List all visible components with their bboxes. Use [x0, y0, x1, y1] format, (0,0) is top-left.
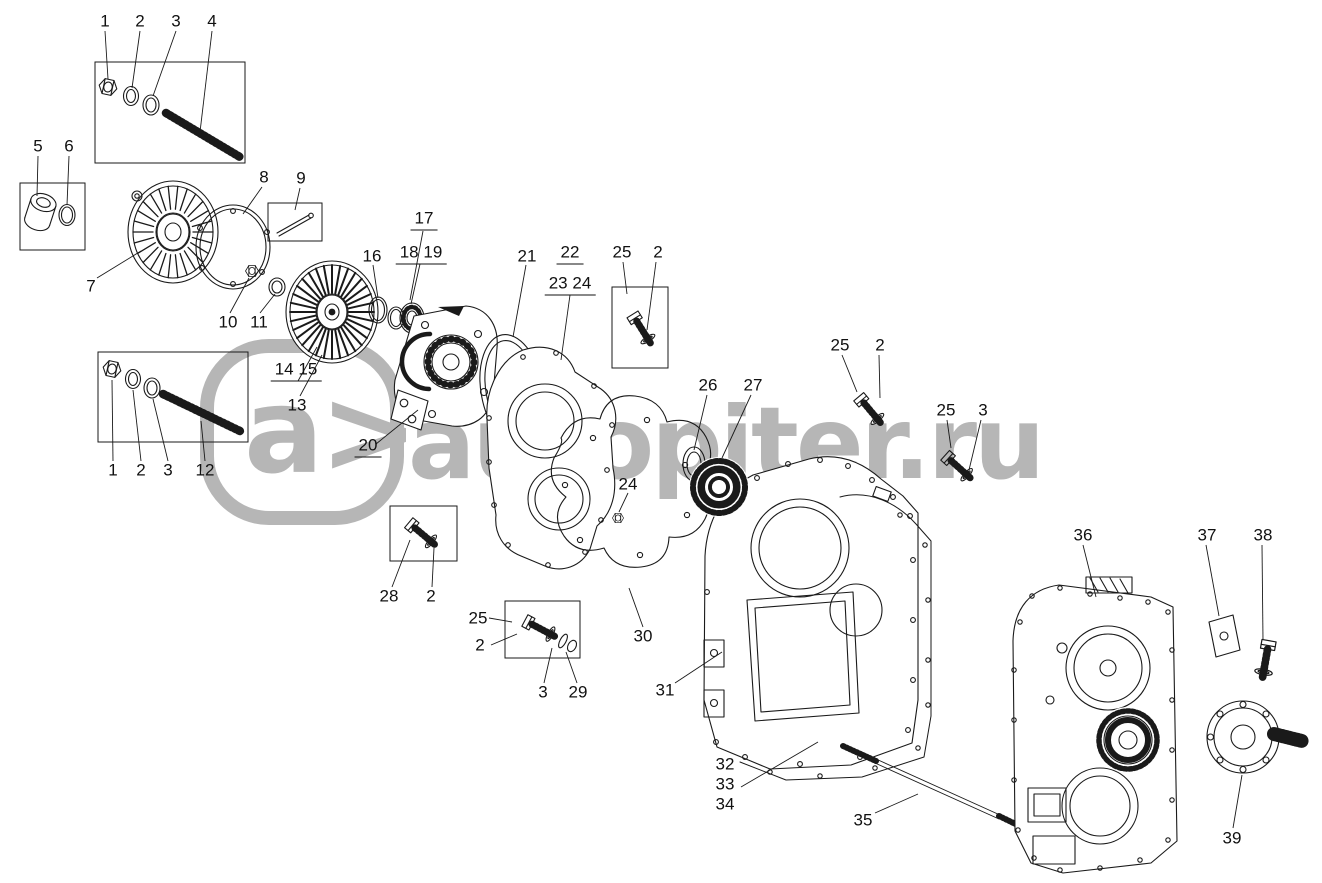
callout-8-9: 9 — [296, 168, 306, 188]
part-pump-assembly — [390, 305, 498, 431]
part-cover-housing — [486, 346, 617, 570]
callout-26-26: 26 — [698, 375, 718, 395]
callout-34-2: 2 — [426, 586, 436, 606]
callout-22-1: 1 — [108, 460, 118, 480]
callout-37-3: 3 — [538, 682, 548, 702]
callout-14-21: 21 — [517, 246, 537, 266]
callout-6-7: 7 — [86, 276, 96, 296]
callout-18-2: 2 — [653, 242, 663, 262]
callout-27-27: 27 — [743, 375, 763, 395]
callout-32-24: 24 — [618, 474, 638, 494]
callout-47-38: 38 — [1253, 525, 1273, 545]
callout-36-2: 2 — [475, 635, 485, 655]
part-rear-housing — [1011, 576, 1178, 874]
leader-lines — [36, 30, 1264, 829]
group-boxes — [19, 61, 669, 659]
callout-42-33: 33 — [715, 774, 735, 794]
callout-30-25: 25 — [936, 400, 956, 420]
callout-29-2: 2 — [875, 335, 885, 355]
part-main-housing — [703, 456, 919, 770]
callout-13-18-19: 18 19 — [395, 244, 447, 265]
part-gear-27 — [689, 457, 749, 517]
part-gasket-ring-8 — [195, 204, 271, 290]
callout-41-32: 32 — [715, 754, 735, 774]
callout-23-2: 2 — [136, 460, 146, 480]
callout-46-37: 37 — [1197, 525, 1217, 545]
callout-19-14-15: 14 15 — [270, 361, 322, 382]
callout-35-25: 25 — [468, 608, 488, 628]
callout-40-31: 31 — [655, 680, 675, 700]
part-bolt-washer-29 — [521, 613, 578, 653]
callout-11-16: 16 — [362, 246, 382, 266]
callout-31-3: 3 — [978, 400, 988, 420]
part-small-hub-washer — [245, 265, 286, 297]
callout-38-29: 29 — [568, 682, 588, 702]
callout-0-1: 1 — [100, 11, 110, 31]
callout-3-4: 4 — [207, 11, 217, 31]
callout-20-13: 13 — [287, 395, 307, 415]
callout-4-5: 5 — [33, 136, 43, 156]
callout-48-39: 39 — [1222, 828, 1242, 848]
part-bracket-37 — [1208, 614, 1241, 658]
callout-9-10: 10 — [218, 312, 238, 332]
part-flange-hub — [1206, 700, 1309, 774]
part-wavy-gasket — [550, 395, 712, 568]
part-pin-9 — [276, 212, 314, 237]
callout-2-3: 3 — [171, 11, 181, 31]
callout-44-35: 35 — [853, 810, 873, 830]
part-lower-nut-washers-stud — [101, 359, 247, 437]
watermark-logo-text: a> — [244, 362, 415, 500]
callout-45-36: 36 — [1073, 525, 1093, 545]
callout-15-22: 22 — [556, 244, 584, 265]
part-top-nut-washers-stud — [97, 77, 245, 162]
parts-art — [24, 77, 1309, 874]
callout-12-17: 17 — [410, 210, 438, 231]
callout-17-25: 25 — [612, 242, 632, 262]
part-finned-wheel — [285, 260, 379, 364]
callout-33-28: 28 — [379, 586, 399, 606]
callout-7-8: 8 — [259, 167, 269, 187]
callout-25-12: 12 — [195, 460, 215, 480]
callout-16-23-24: 23 24 — [544, 275, 596, 296]
callout-39-30: 30 — [633, 626, 653, 646]
part-rear-gasket — [739, 494, 932, 781]
callout-5-6: 6 — [64, 136, 74, 156]
callout-28-25: 25 — [830, 335, 850, 355]
callout-1-2: 2 — [135, 11, 145, 31]
callout-24-3: 3 — [163, 460, 173, 480]
callout-43-34: 34 — [715, 794, 735, 814]
callout-21-20: 20 — [354, 437, 382, 458]
callout-10-11: 11 — [250, 312, 268, 332]
part-fan-disc — [127, 180, 219, 284]
